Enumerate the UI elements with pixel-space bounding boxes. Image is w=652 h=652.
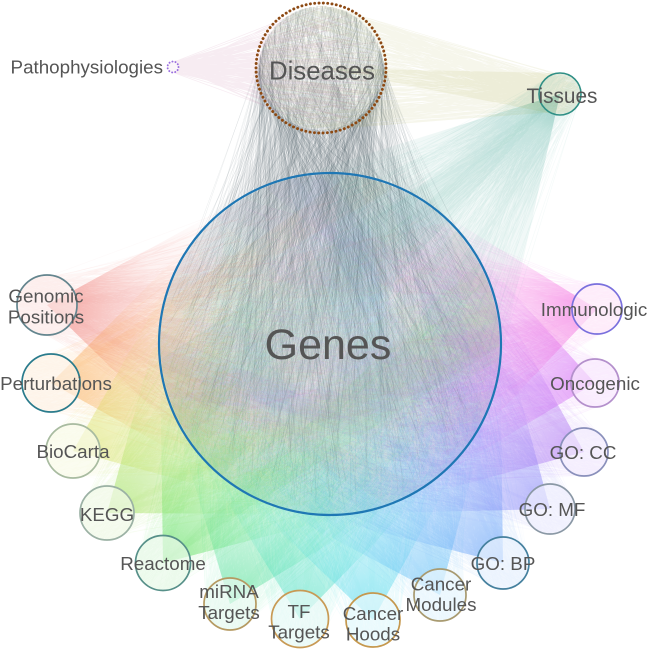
svg-text:Genes: Genes bbox=[265, 321, 392, 369]
svg-text:Reactome: Reactome bbox=[120, 553, 206, 574]
svg-text:Cancer: Cancer bbox=[343, 603, 404, 624]
svg-text:Immunologic: Immunologic bbox=[541, 299, 647, 320]
svg-text:Positions: Positions bbox=[8, 307, 84, 328]
svg-text:Hoods: Hoods bbox=[346, 624, 400, 645]
svg-text:Perturbations: Perturbations bbox=[0, 373, 112, 394]
svg-text:Genomic: Genomic bbox=[8, 286, 83, 307]
svg-text:GO: BP: GO: BP bbox=[471, 553, 536, 574]
svg-text:BioCarta: BioCarta bbox=[36, 441, 110, 462]
svg-text:Targets: Targets bbox=[268, 622, 330, 643]
svg-text:KEGG: KEGG bbox=[80, 504, 134, 525]
svg-text:Cancer: Cancer bbox=[411, 574, 472, 595]
svg-text:Diseases: Diseases bbox=[269, 58, 375, 86]
svg-text:Oncogenic: Oncogenic bbox=[550, 373, 640, 394]
svg-text:TF: TF bbox=[288, 601, 311, 622]
svg-text:miRNA: miRNA bbox=[199, 581, 259, 602]
svg-text:Tissues: Tissues bbox=[527, 85, 598, 108]
svg-text:GO: MF: GO: MF bbox=[519, 499, 586, 520]
svg-text:Modules: Modules bbox=[406, 594, 477, 615]
svg-text:Pathophysiologies: Pathophysiologies bbox=[11, 57, 163, 78]
svg-text:GO: CC: GO: CC bbox=[550, 442, 617, 463]
svg-text:Targets: Targets bbox=[198, 602, 260, 623]
